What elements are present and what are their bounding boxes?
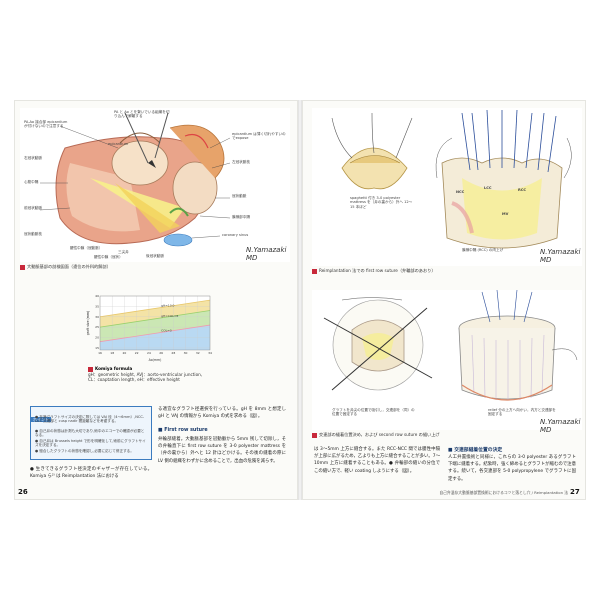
commissure-text: 人工弁置換術と同様に，これらの 3-0 polyester あるグラフト下端に縫… [448, 455, 576, 482]
label-note2: 膜様中隔 (RCC) の肉上げ [462, 248, 504, 252]
label-lcc: LCC [484, 186, 492, 190]
page-number-left: 26 [18, 488, 28, 496]
label-right1: epicardium は薄く切れやすいのでexpose [232, 132, 286, 141]
label-bottom2: 三尖弁 [118, 250, 129, 254]
chart-x-tick-2: 20 [123, 351, 127, 355]
chart-x-tick-7: 30 [184, 351, 188, 355]
figure1-caption: 大動脈基部の剖検図面（遠位の外科的解剖） [20, 264, 290, 270]
chart-y-tick-2: 25 [95, 325, 99, 329]
label-lad: 前冠状動脈 [24, 206, 42, 210]
label-right2: 左冠状脈枝 [232, 160, 250, 164]
chart-series-label-2: COL=0 [161, 328, 172, 332]
first-row-suture-heading: ■ First row suture [158, 428, 208, 433]
chart-x-tick-3: 22 [135, 351, 139, 355]
point-line-4: ● 縫合したグラフトの状態を確認し,必要に応じて修正する。 [35, 449, 134, 453]
figure2-caption-text: Reimplantation 法での first row suture（弁輪部の… [319, 268, 436, 273]
label-lv: 心筋中隔 [24, 180, 39, 184]
point-line-3: ● 自己弁は Brussels height で形を明確化して,術前にグラフトサ… [35, 439, 146, 448]
chart-number-badge [88, 366, 93, 372]
chart-series-label-1: gH=COL=8 [161, 314, 178, 318]
heart-anatomy-figure: PA と Ao とを繋いでいる組織を切り込んで解離する PA-Ao 接合部 ep… [20, 108, 290, 262]
point-line-1: ● 至適グラフトサイズの決定に際しては VAJ 径（4～6mm）,NCC-LCC… [35, 415, 145, 424]
chart-series-line-1 [99, 310, 211, 328]
chart-x-tick-4: 24 [147, 351, 151, 355]
chart-y-tick-1: 20 [95, 336, 99, 340]
first-row-suture-figure: LCC NCC RCC MV spaghetti 付き 3-0 polyeste… [312, 108, 582, 266]
point-box-label: ポイント [31, 417, 51, 422]
label-right4: 膜様部中隔 [232, 215, 250, 219]
chart-caption-line-1: gH：geometric height, AVJ：aorto-ventricul… [88, 371, 203, 377]
chart-caption-line-2: CL：coaptation length, eH：effective heigh… [88, 377, 180, 383]
commissure-note-left: グラフトを弁尖の位置で吸引し，交連部を（同）の位置で固定する [332, 408, 415, 417]
first-row-suture-illustration [331, 109, 572, 249]
chart-x-tick-9: 34 [208, 351, 212, 355]
illustrator-signature-2: N.Yamazaki MD [540, 248, 581, 264]
label-bottom1: 腱性中膜（冠動脈） [70, 246, 103, 250]
chart-x-axis-label: Ao(mm) [149, 358, 162, 362]
commissure-figure: グラフトを弁尖の位置で吸引し，交連部を（同）の位置で固定する relief 分の… [312, 289, 582, 434]
chart-x-tick-5: 26 [159, 351, 163, 355]
chart-series-line-0 [99, 299, 211, 318]
chart-x-tick-0: 16 [98, 351, 102, 355]
chart-series-line-2 [99, 324, 211, 343]
label-bottom3: 腱性中膜（冠状） [94, 255, 123, 259]
figure2-caption: Reimplantation 法での first row suture（弁輪部の… [312, 268, 582, 274]
chart-series-label-0: gH=10.0 [161, 304, 174, 308]
commissure-heading: ■ 交連部縫着位置の決定 [448, 448, 503, 453]
chart-y-axis-label: graft size (mm) [86, 311, 90, 336]
figure1-caption-text: 大動脈基部の剖検図面（遠位の外科的解剖） [27, 264, 111, 269]
heart-anatomy-illustration [39, 112, 231, 247]
chart-y-tick-4: 35 [95, 304, 99, 308]
label-right3: 冠状動脈 [232, 194, 247, 198]
figure3-caption: 交連部の縫着位置決め，および second row suture の縫い上げ [312, 432, 582, 438]
right-page-left-column: は 3～5mm 上方に縫合する。また RCC-NCC 間では膜性中隔が上部に広が… [314, 447, 440, 474]
label-top: PA と Ao とを繋いでいる組織を切り込んで解離する [114, 110, 170, 119]
chart-x-tick-8: 32 [196, 351, 200, 355]
label-coronary-sinus: coronary sinus [222, 233, 249, 237]
chart-y-tick-3: 30 [95, 315, 99, 319]
running-header: 自己弁温存大動脈基部置換術におけるコツと落とし穴 / Reimplantatio… [439, 490, 568, 495]
chart-band-1 [100, 310, 210, 342]
right-column-intro: る適宜なグラフト径選択を行っている。gH を 8mm と想定し gH と VAJ… [158, 407, 286, 420]
chart-band-0 [100, 300, 210, 328]
label-bottom4: 後冠状動脈 [146, 254, 164, 258]
chart-x-tick-1: 18 [110, 351, 114, 355]
page-number-right: 27 [570, 488, 580, 496]
book-gutter [298, 100, 302, 500]
left-column-body: ● 生きてきるグラフト径決定のギャザーが存在している。Komiya ら²⁾ は … [30, 467, 152, 480]
chart-caption: Komiya formula gH：geometric height, AVJ：… [88, 366, 228, 383]
first-row-suture-text: 弁輪部縫着。大動脈基部を冠動脈から 5mm 残して切除し，その弁輪直下に fir… [158, 437, 286, 464]
illustrator-signature: N.Yamazaki MD [246, 246, 287, 262]
label-mv: MV [502, 212, 509, 216]
label-ncc: NCC [456, 190, 465, 194]
figure2-number-badge [312, 268, 317, 274]
label-aorta: 右冠状動脈 [24, 156, 42, 160]
figure-number-badge [20, 264, 25, 270]
label-rcc: RCC [518, 188, 527, 192]
commissure-illustration [323, 289, 578, 401]
point-box: ポイント ● 至適グラフトサイズの決定に際しては VAJ 径（4～6mm）,NC… [30, 406, 152, 460]
chart-y-tick-0: 15 [95, 346, 99, 350]
label-pa-ao: PA-Ao 接合部 epicardium が付けないので注意する [24, 120, 68, 129]
chart-frame [99, 295, 211, 351]
chart-y-tick-5: 40 [95, 294, 99, 298]
commissure-note-right: relief 分の上方へ向かい，内方と交連部を固定する [488, 408, 556, 417]
figure3-number-badge [312, 432, 317, 438]
label-left-side: 冠状動脈枝 [24, 232, 42, 236]
label-epicardium: epicardium [108, 142, 129, 146]
illustrator-signature-3: N.Yamazaki MD [540, 418, 581, 434]
point-line-2: ● 自己弁の状態は計測も大切であり,術中のエコーでの確認が必要となる。 [35, 429, 145, 438]
chart-x-tick-6: 28 [171, 351, 175, 355]
label-note1: spaghetti 付き 3-0 polyester mattress を（弁の… [350, 196, 413, 209]
figure3-caption-text: 交連部の縫着位置決め，および second row suture の縫い上げ [319, 432, 440, 437]
chart-title-label: Komiya formula [95, 366, 133, 371]
